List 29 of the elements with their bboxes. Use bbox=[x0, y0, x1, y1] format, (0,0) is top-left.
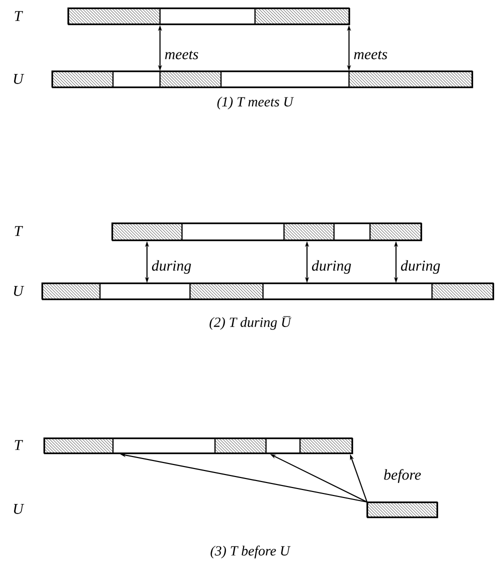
edge-label: during bbox=[310, 259, 352, 275]
row-label: T bbox=[14, 226, 24, 236]
bar bbox=[67, 7, 256, 25]
bar bbox=[52, 70, 474, 88]
edge-label: during bbox=[400, 259, 442, 275]
caption: (2) T during U̅ bbox=[210, 316, 292, 330]
bar bbox=[42, 282, 494, 300]
row-label: U bbox=[14, 504, 24, 514]
row-label: T bbox=[14, 11, 24, 21]
bar bbox=[44, 437, 354, 454]
row-label: U bbox=[14, 74, 24, 84]
bar bbox=[112, 222, 422, 242]
bar bbox=[189, 282, 433, 300]
bar bbox=[159, 70, 350, 88]
row-label: U bbox=[14, 286, 24, 296]
edge-label: before bbox=[382, 468, 422, 484]
bar bbox=[283, 222, 371, 241]
bar bbox=[111, 222, 285, 241]
caption: (3) T before U bbox=[210, 546, 291, 558]
bar bbox=[214, 437, 301, 454]
bar bbox=[43, 437, 216, 454]
edge-label: meets bbox=[164, 50, 200, 60]
edge-label: meets bbox=[352, 50, 389, 60]
row-label: T bbox=[14, 440, 24, 450]
bar bbox=[41, 282, 191, 300]
bar bbox=[68, 7, 350, 26]
bar bbox=[366, 501, 438, 518]
bar bbox=[51, 70, 161, 88]
edge-label: during bbox=[150, 259, 192, 275]
